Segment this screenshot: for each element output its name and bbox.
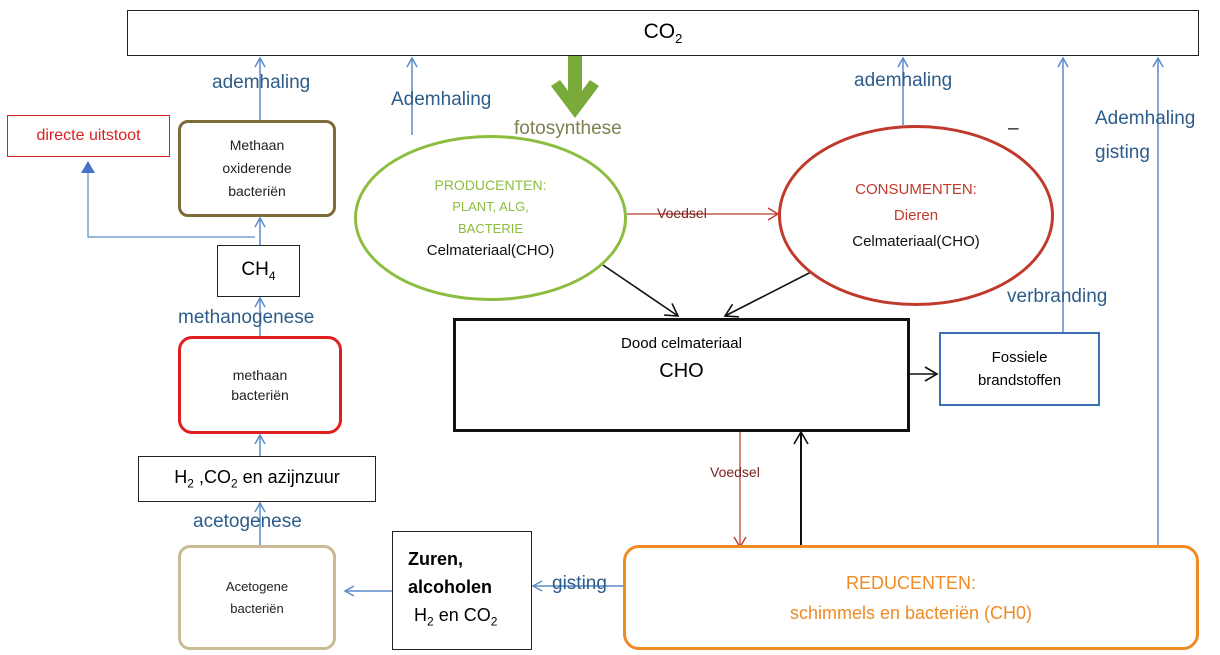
- label-ademhaling-producenten: Ademhaling: [391, 89, 492, 110]
- methaan-oxiderende-box: Methaan oxiderende bacteriën: [178, 120, 336, 217]
- fotosynthese-arrow: [551, 56, 599, 118]
- arrow-consumenten-to-dood: [723, 269, 816, 318]
- reducenten-line2: schimmels en bacteriën (CH0): [789, 602, 1033, 623]
- methaan-bacterien-line1: methaan: [232, 367, 288, 383]
- ch4-text: CH4: [241, 259, 276, 283]
- zuren-line3: H2 en CO2: [414, 605, 498, 629]
- label-ademhaling-right: Ademhaling: [1095, 108, 1196, 129]
- label-verbranding: verbranding: [1007, 286, 1108, 307]
- zuren-alcoholen-box: Zuren, alcoholen H2 en CO2: [392, 531, 532, 650]
- label-acetogenese: acetogenese: [193, 511, 302, 532]
- producenten-line3: BACTERIE: [457, 221, 523, 236]
- label-dash: –: [1008, 118, 1019, 139]
- ch4-box: CH4: [217, 245, 300, 297]
- methaan-bacterien-box: methaan bacteriën: [178, 336, 342, 434]
- label-gisting-right: gisting: [1095, 142, 1150, 163]
- fossiele-line1: Fossiele: [991, 349, 1048, 366]
- label-ademhaling-consumenten: ademhaling: [854, 70, 953, 91]
- producenten-ellipse: PRODUCENTEN: PLANT, ALG, BACTERIE Celmat…: [354, 135, 627, 301]
- co2-bar: CO2: [127, 10, 1199, 56]
- consumenten-title: CONSUMENTEN:: [855, 180, 977, 198]
- consumenten-line3: Celmateriaal(CHO): [852, 232, 980, 250]
- label-voedsel-top: Voedsel: [657, 205, 707, 221]
- methaan-oxiderende-line3: bacteriën: [228, 183, 286, 199]
- reducenten-box: REDUCENTEN: schimmels en bacteriën (CH0): [623, 545, 1199, 650]
- label-methanogenese: methanogenese: [178, 307, 315, 328]
- arrow-directe-uitstoot: [81, 161, 255, 238]
- consumenten-line2: Dieren: [893, 206, 939, 224]
- dood-celmateriaal-box: Dood celmateriaal CHO: [453, 318, 910, 432]
- methaan-oxiderende-line2: oxiderende: [222, 160, 292, 176]
- label-fotosynthese: fotosynthese: [514, 118, 622, 139]
- h2-co2-azijnzuur-text: H2 ,CO2 en azijnzuur: [174, 467, 340, 491]
- consumenten-ellipse: CONSUMENTEN: Dieren Celmateriaal(CHO): [778, 125, 1054, 306]
- methaan-bacterien-line2: bacteriën: [231, 387, 289, 403]
- directe-uitstoot-box: directe uitstoot: [7, 115, 170, 157]
- h2-co2-azijnzuur-box: H2 ,CO2 en azijnzuur: [138, 456, 376, 502]
- dood-line1: Dood celmateriaal: [621, 335, 742, 352]
- fossiele-brandstoffen-box: Fossiele brandstoffen: [939, 332, 1100, 406]
- acetogene-bacterien-box: Acetogene bacteriën: [178, 545, 336, 650]
- reducenten-line1: REDUCENTEN:: [845, 572, 976, 593]
- co2-text: CO2: [643, 19, 683, 47]
- zuren-line1: Zuren,: [408, 549, 464, 570]
- acetogene-line2: bacteriën: [230, 600, 284, 616]
- directe-uitstoot-text: directe uitstoot: [36, 127, 141, 144]
- dood-line2: CHO: [659, 360, 704, 382]
- zuren-line2: alcoholen: [408, 577, 493, 598]
- producenten-title: PRODUCENTEN:: [434, 177, 547, 193]
- label-voedsel-mid: Voedsel: [710, 464, 760, 480]
- producenten-line2: PLANT, ALG,: [452, 199, 529, 214]
- arrow-producenten-to-dood: [602, 264, 680, 317]
- producenten-line4: Celmateriaal(CHO): [426, 242, 555, 259]
- methaan-oxiderende-line1: Methaan: [229, 137, 285, 153]
- fossiele-line2: brandstoffen: [977, 372, 1062, 389]
- label-ademhaling-left: ademhaling: [212, 72, 311, 93]
- label-gisting-bottom: gisting: [552, 573, 607, 594]
- acetogene-line1: Acetogene: [225, 578, 289, 594]
